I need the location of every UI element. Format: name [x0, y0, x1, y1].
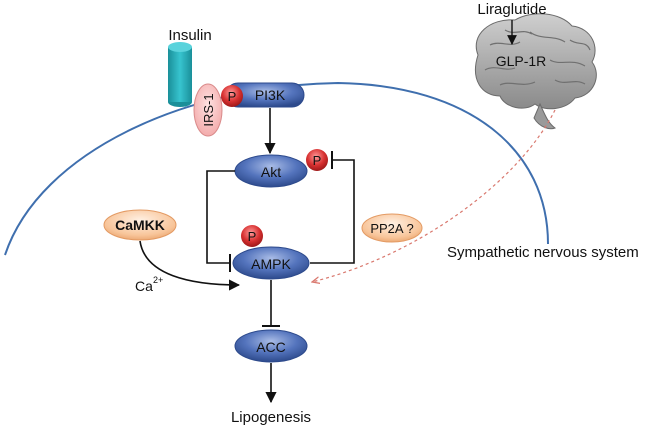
phospho-irs1: P	[221, 85, 243, 107]
phospho-akt-label: P	[313, 153, 322, 168]
phospho-irs1-label: P	[228, 89, 237, 104]
sns-label: Sympathetic nervous system	[447, 244, 639, 261]
sns-to-ampk-dashed-arrow	[312, 109, 556, 282]
akt-node: Akt	[234, 154, 308, 188]
ampk-inhibits-akt-line	[310, 159, 355, 264]
irs1-node: IRS-1	[193, 83, 223, 137]
phospho-akt: P	[306, 149, 328, 171]
camkk-to-ampk-arrow	[139, 240, 241, 291]
phospho-ampk-label: P	[248, 229, 257, 244]
calcium-label: Ca 2+	[135, 275, 163, 294]
camkk-node: CaMKK	[103, 209, 177, 241]
acc-label: ACC	[256, 339, 286, 355]
lipogenesis-label: Lipogenesis	[231, 409, 311, 426]
insulin-label: Insulin	[168, 27, 211, 44]
ampk-node: AMPK	[232, 246, 310, 280]
insulin-receptor	[168, 42, 192, 107]
cell-membrane	[4, 81, 549, 256]
irs1-label: IRS-1	[201, 93, 216, 126]
phospho-ampk: P	[241, 225, 263, 247]
pp2a-node: PP2A ?	[361, 213, 423, 243]
ca-label: Ca	[135, 278, 153, 294]
camkk-label: CaMKK	[115, 217, 165, 233]
ampk-label: AMPK	[251, 256, 291, 272]
pp2a-label: PP2A ?	[370, 221, 413, 236]
ca-superscript: 2+	[153, 275, 163, 285]
brain-icon	[474, 13, 597, 130]
akt-inhibits-ampk-line	[206, 170, 235, 264]
liraglutide-label: Liraglutide	[477, 1, 546, 18]
glp1r-label: GLP-1R	[496, 53, 547, 69]
akt-label: Akt	[261, 164, 281, 180]
acc-node: ACC	[234, 329, 308, 363]
pi3k-label: PI3K	[255, 87, 286, 103]
